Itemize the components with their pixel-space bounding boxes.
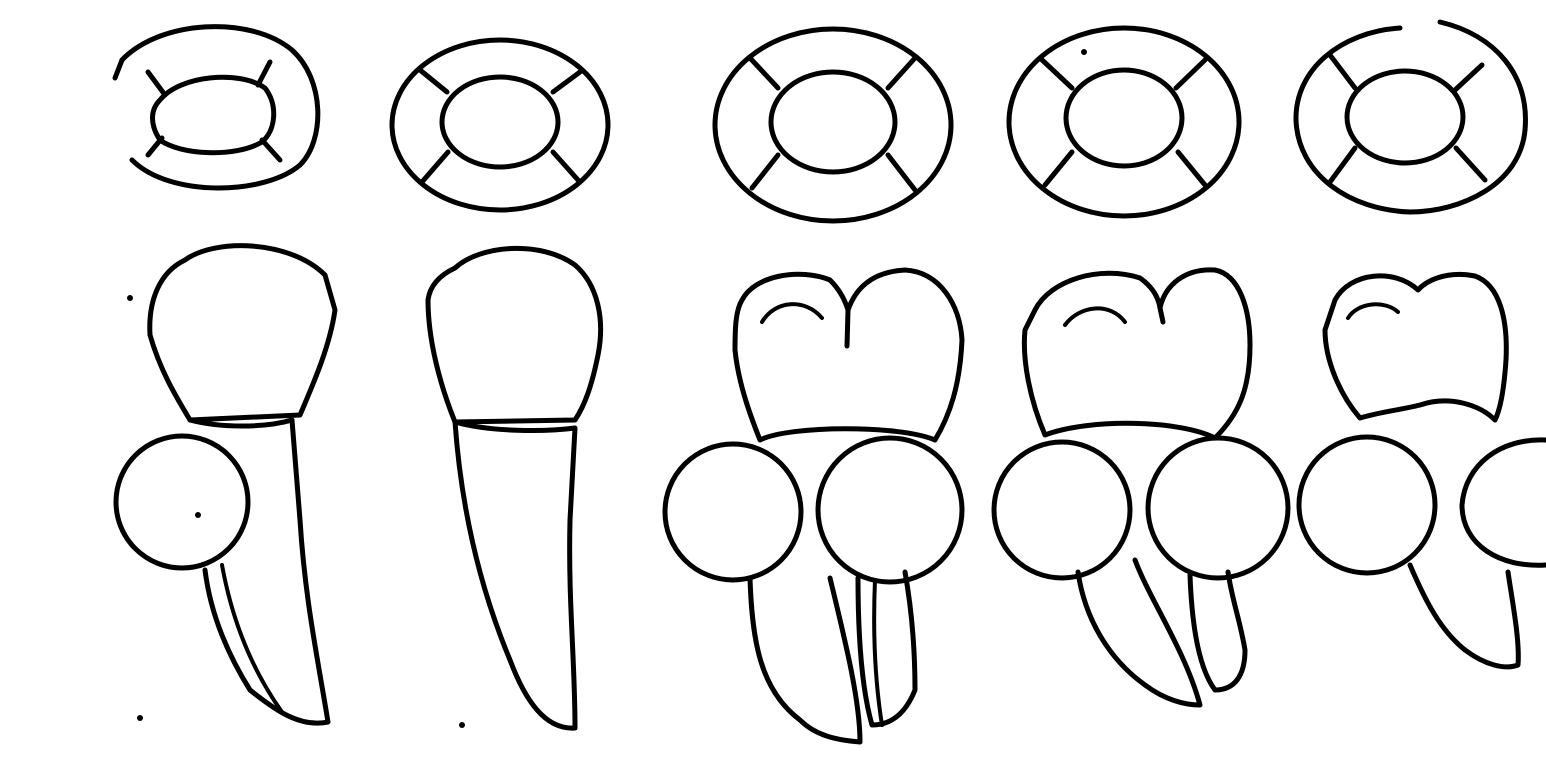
tooth-4-crown <box>1024 270 1250 438</box>
tooth-3-marker-circle-left <box>665 444 801 580</box>
tooth-4-marker-circle-right <box>1148 438 1288 578</box>
tooth-2 <box>428 248 601 728</box>
tooth-1-crown <box>150 246 335 420</box>
tooth-4-distal-root <box>1190 572 1245 690</box>
occlusal-view-5 <box>1296 22 1525 212</box>
tooth-5 <box>1299 274 1546 666</box>
tooth-3 <box>665 270 962 742</box>
occlusal-view-3 <box>715 29 951 221</box>
tooth-5-cusp-mark <box>1348 304 1398 318</box>
tooth-5-crown <box>1325 274 1506 420</box>
tooth-2-root <box>455 422 575 728</box>
tooth-4-mesial-root <box>1078 560 1200 705</box>
tooth-5-root <box>1410 565 1518 667</box>
tooth-3-marker-circle-right <box>818 438 962 582</box>
occlusal-view-4 <box>1009 28 1239 216</box>
tooth-5-marker-circle-left <box>1299 437 1435 573</box>
tooth-1-marker-circle <box>116 436 248 568</box>
tooth-3-mesial-root <box>750 578 860 742</box>
occlusal-view-1 <box>115 27 318 188</box>
tooth-4 <box>994 270 1288 705</box>
tooth-5-marker-circle-right <box>1462 440 1546 565</box>
tooth-4-marker-circle-left <box>994 442 1130 578</box>
tooth-3-distal-root <box>858 572 915 725</box>
occlusal-view-2 <box>392 40 608 210</box>
tooth-1 <box>116 246 335 724</box>
tooth-3-cusp-mark <box>762 304 822 322</box>
tooth-3-crown <box>735 270 962 440</box>
tooth-2-crown <box>428 248 601 422</box>
tooth-4-cusp-mark <box>1065 308 1125 325</box>
